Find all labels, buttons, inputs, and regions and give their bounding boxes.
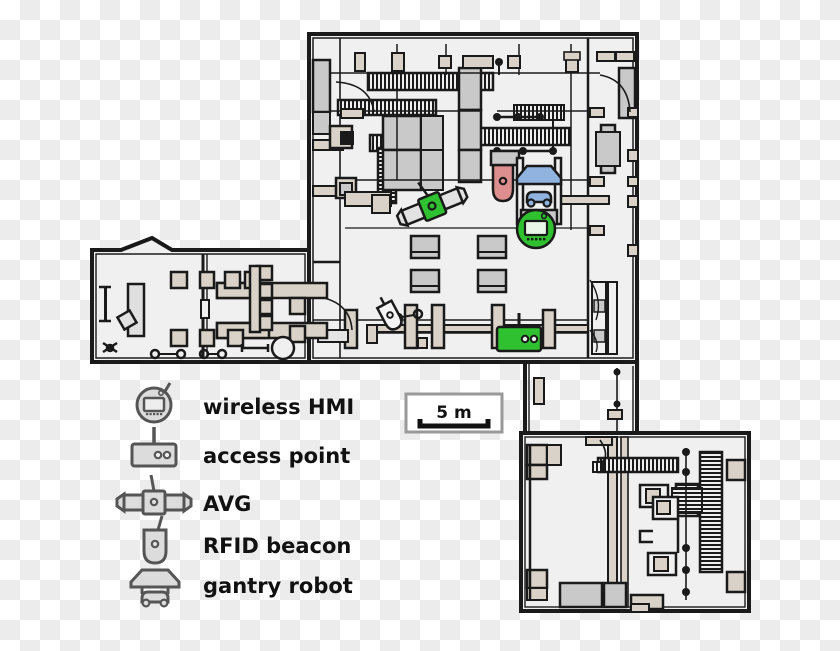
wall-fixtures bbox=[312, 51, 639, 257]
device-avg-1[interactable] bbox=[389, 167, 470, 230]
workstations bbox=[409, 234, 508, 294]
corridor-detail bbox=[589, 279, 618, 355]
wireless-hmi-icon bbox=[135, 382, 173, 424]
legend-label-access-point: access point bbox=[203, 444, 350, 468]
device-access-point-1[interactable] bbox=[495, 313, 543, 353]
device-rfid-beacon-2[interactable] bbox=[374, 294, 405, 332]
device-rfid-beacon-1[interactable] bbox=[489, 149, 521, 203]
gantry-robot-icon bbox=[129, 568, 181, 608]
sensor-nodes bbox=[493, 58, 557, 155]
legend-item-avg: AVG bbox=[115, 474, 251, 516]
legend-item-rfid-beacon: RFID beacon bbox=[142, 515, 351, 565]
connector-corridor bbox=[523, 362, 639, 436]
room-office-wing bbox=[90, 235, 329, 364]
legend-label-wireless-hmi: wireless HMI bbox=[203, 395, 354, 419]
room-warehouse bbox=[519, 431, 751, 613]
legend-label-avg: AVG bbox=[203, 492, 251, 516]
legend-item-access-point: access point bbox=[130, 427, 350, 468]
room-main-hall bbox=[307, 32, 639, 364]
floor-nodes bbox=[149, 344, 270, 360]
rfid-beacon-icon bbox=[142, 515, 168, 565]
legend-item-wireless-hmi: wireless HMI bbox=[135, 382, 354, 424]
access-point-icon bbox=[130, 427, 178, 468]
legend-label-gantry-robot: gantry robot bbox=[203, 574, 353, 598]
equipment-small bbox=[328, 124, 392, 214]
avg-icon bbox=[115, 474, 193, 516]
sensor-chain bbox=[682, 448, 690, 600]
door-arcs bbox=[335, 74, 631, 113]
legend: wireless HMI access point AVG bbox=[115, 382, 354, 608]
device-wireless-hmi-1[interactable] bbox=[515, 208, 557, 250]
warehouse-wall-fixtures bbox=[525, 436, 747, 613]
scale-bar: 5 m bbox=[404, 392, 504, 434]
legend-label-rfid-beacon: RFID beacon bbox=[203, 534, 351, 558]
legend-item-gantry-robot: gantry robot bbox=[129, 568, 353, 608]
warehouse-workstations bbox=[638, 483, 680, 577]
scale-bar-label: 5 m bbox=[436, 403, 471, 423]
